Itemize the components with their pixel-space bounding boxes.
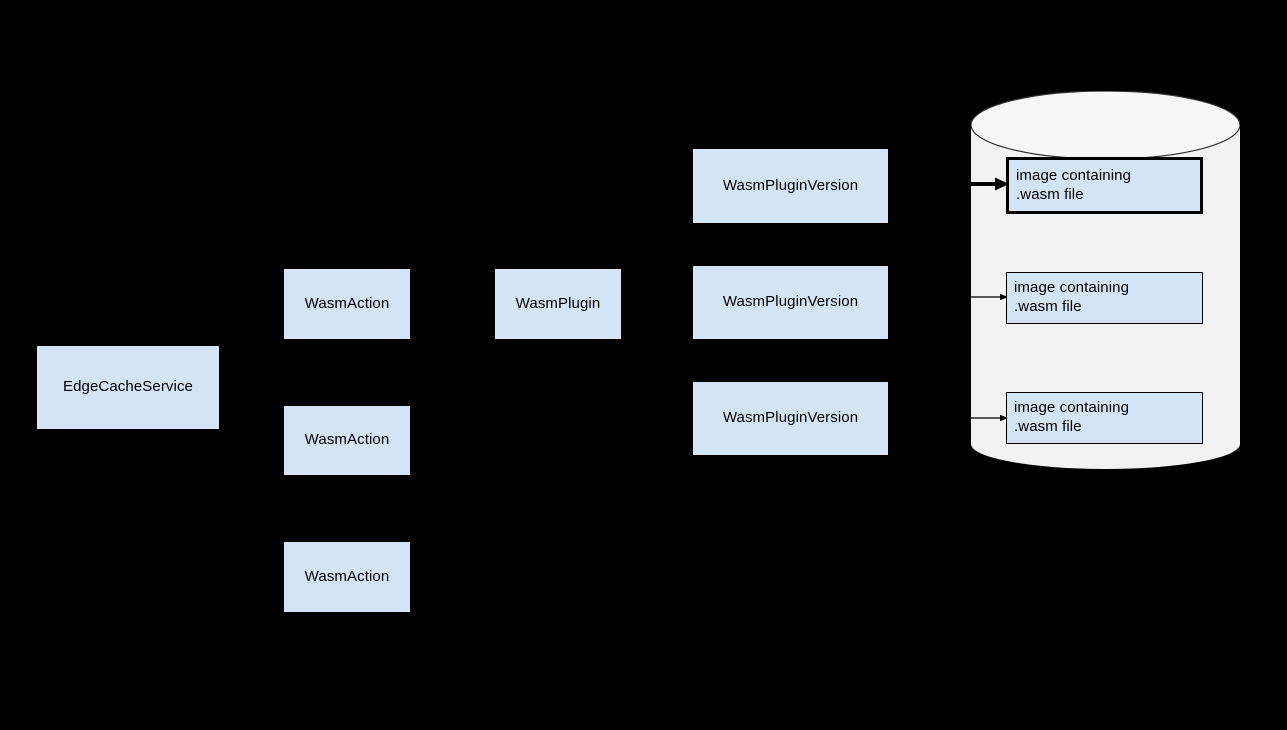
node-wasm-plugin-version-1[interactable]: WasmPluginVersion (692, 148, 889, 224)
node-label: WasmAction (304, 431, 390, 449)
node-label: image containing .wasm file (1014, 279, 1130, 315)
node-image-wasm-1[interactable]: image containing .wasm file (1006, 157, 1203, 214)
node-image-wasm-2[interactable]: image containing .wasm file (1006, 272, 1203, 324)
node-label: WasmAction (304, 294, 390, 312)
node-wasm-plugin[interactable]: WasmPlugin (494, 268, 622, 340)
node-label: WasmPluginVersion (722, 176, 859, 194)
node-label: WasmPlugin (515, 294, 601, 312)
node-edge-cache-service[interactable]: EdgeCacheService (36, 345, 220, 430)
edge-arrow-to-image-3 (971, 412, 1011, 424)
node-label: EdgeCacheService (62, 378, 193, 396)
node-wasm-action-2[interactable]: WasmAction (283, 405, 411, 476)
node-wasm-action-3[interactable]: WasmAction (283, 541, 411, 613)
node-label: image containing .wasm file (1016, 166, 1132, 203)
node-wasm-action-1[interactable]: WasmAction (283, 268, 411, 340)
node-label: WasmPluginVersion (722, 293, 859, 311)
edge-arrow-to-image-2 (971, 291, 1011, 303)
node-wasm-plugin-version-2[interactable]: WasmPluginVersion (692, 265, 889, 340)
node-label: WasmAction (304, 567, 390, 585)
node-label: image containing .wasm file (1014, 399, 1130, 435)
node-wasm-plugin-version-3[interactable]: WasmPluginVersion (692, 381, 889, 456)
node-image-wasm-3[interactable]: image containing .wasm file (1006, 392, 1203, 444)
node-label: WasmPluginVersion (722, 409, 859, 427)
edge-arrow-to-image-1 (971, 176, 1011, 192)
